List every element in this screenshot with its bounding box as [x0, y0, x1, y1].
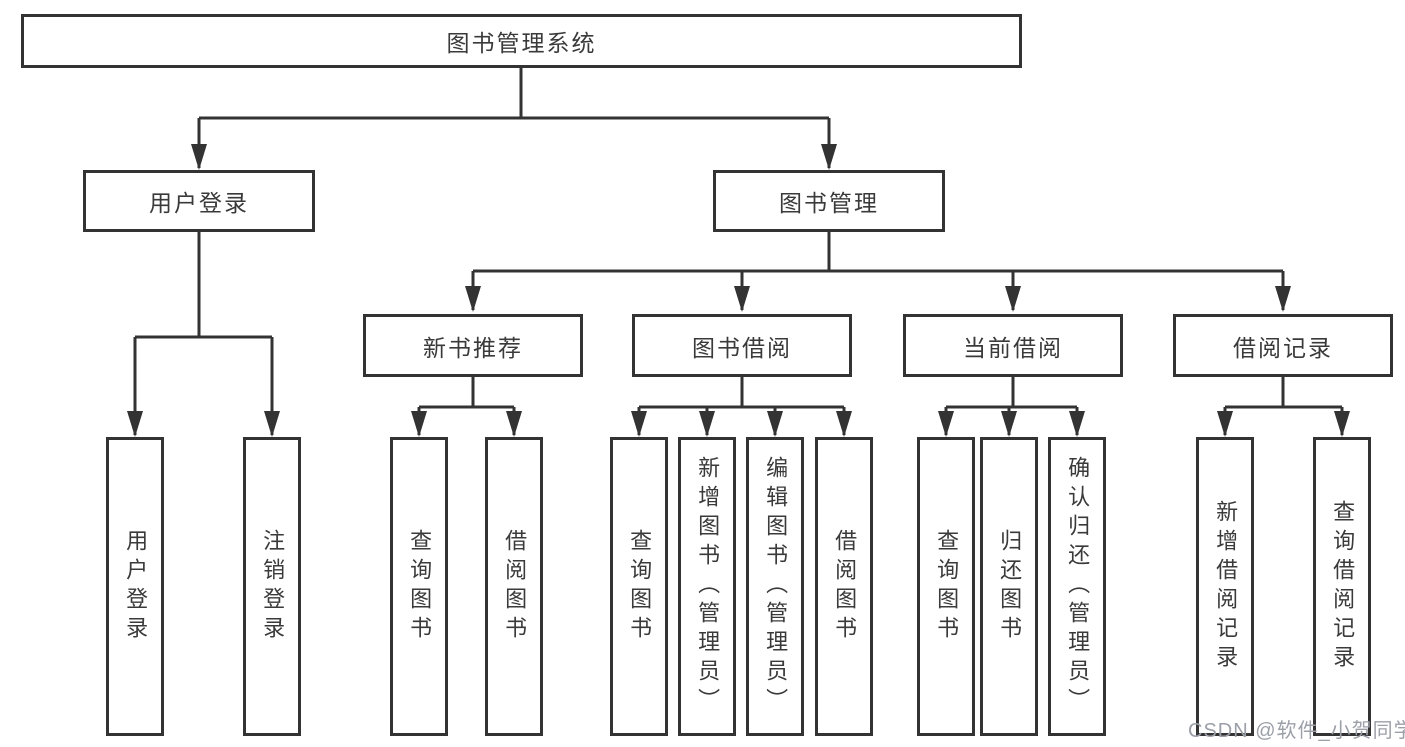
node-label: 图书管理系统 — [446, 30, 597, 56]
leaf-add-book-admin: 新增图书（管理员） — [678, 437, 736, 736]
csdn-watermark: CSDN @软件_小贺同学 — [1188, 720, 1405, 742]
node-label: 图书管理 — [779, 190, 879, 216]
leaf-query-books-borrowing: 查询图书 — [610, 437, 668, 736]
node-label: 查询图书 — [627, 528, 653, 645]
node-label: 当前借阅 — [963, 334, 1063, 361]
node-label: 新增借阅记录 — [1213, 499, 1239, 674]
node-label: 图书借阅 — [692, 334, 792, 361]
leaf-confirm-return-admin: 确认归还（管理员） — [1048, 437, 1106, 736]
node-label: 借阅记录 — [1233, 334, 1333, 361]
leaf-add-borrow-record: 新增借阅记录 — [1196, 437, 1254, 736]
node-label: 借阅图书 — [832, 528, 858, 645]
node-label: 确认归还（管理员） — [1065, 456, 1091, 717]
leaf-query-borrow-record: 查询借阅记录 — [1313, 437, 1371, 736]
leaf-user-login: 用户登录 — [106, 437, 164, 736]
node-label: 新书推荐 — [423, 334, 523, 361]
node-label: 注销登录 — [260, 528, 286, 645]
leaf-logout: 注销登录 — [243, 437, 301, 736]
node-label: 查询借阅记录 — [1330, 499, 1356, 674]
node-user-login: 用户登录 — [83, 170, 315, 232]
leaf-borrow-books-borrowing: 借阅图书 — [815, 437, 873, 736]
leaf-edit-book-admin: 编辑图书（管理员） — [746, 437, 804, 736]
node-label: 查询图书 — [934, 528, 960, 645]
node-label: 归还图书 — [997, 528, 1023, 645]
leaf-borrow-books-recommend: 借阅图书 — [485, 437, 543, 736]
node-label: 借阅图书 — [502, 528, 528, 645]
leaf-return-books: 归还图书 — [980, 437, 1038, 736]
node-new-book-recommend: 新书推荐 — [363, 314, 583, 377]
node-borrowing-records: 借阅记录 — [1173, 314, 1393, 377]
node-label: 用户登录 — [123, 528, 149, 645]
node-label: 用户登录 — [149, 190, 249, 216]
node-label: 新增图书（管理员） — [695, 456, 721, 717]
node-label: 查询图书 — [407, 528, 433, 645]
node-current-borrowing: 当前借阅 — [903, 314, 1123, 377]
node-book-management: 图书管理 — [713, 170, 945, 232]
leaf-query-books-recommend: 查询图书 — [390, 437, 448, 736]
leaf-query-books-current: 查询图书 — [917, 437, 975, 736]
node-book-borrowing: 图书借阅 — [632, 314, 852, 377]
node-library-system: 图书管理系统 — [21, 14, 1022, 68]
node-label: 编辑图书（管理员） — [763, 456, 789, 717]
